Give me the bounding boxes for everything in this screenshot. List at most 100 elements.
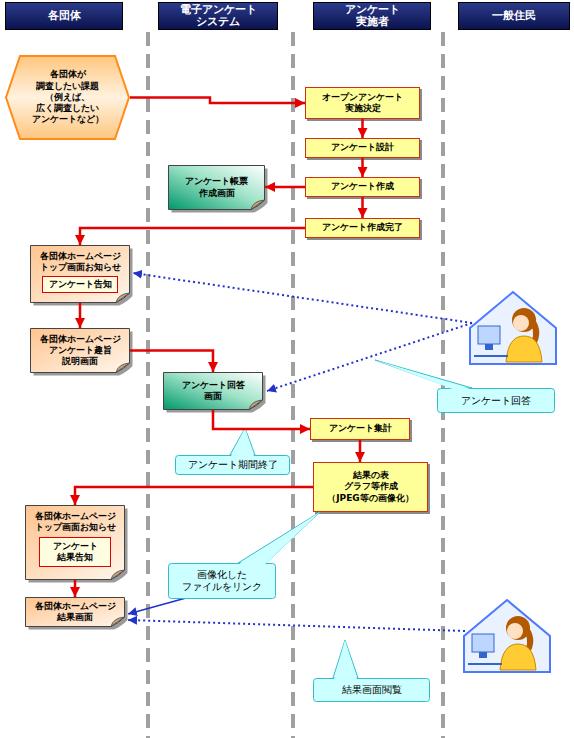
face xyxy=(507,623,523,639)
process-box: アンケート設計 xyxy=(305,138,420,158)
callout-body xyxy=(438,389,555,413)
flow-arrow xyxy=(74,580,77,597)
process-box: 結果の表 グラフ等作成 （JPEG等の画像化） xyxy=(313,462,428,512)
web-page-doc: 各団体ホームページ トップ画面お知らせアンケート 結果告知 xyxy=(25,505,125,580)
lane-divider xyxy=(146,32,150,738)
node-text: アンケート 実施者 xyxy=(336,4,408,28)
callout-note: アンケート期間終了 xyxy=(175,455,290,475)
page-curl xyxy=(116,363,130,373)
access-line xyxy=(128,620,465,631)
callout-body xyxy=(169,564,276,599)
node-text: オープンアンケート 実施決定 xyxy=(308,92,417,115)
node-text: 各団体ホームページ 結果画面 xyxy=(27,601,123,624)
node-text: 各団体ホームページ アンケート趣旨 説明画面 xyxy=(32,334,128,368)
callout-body xyxy=(314,679,430,702)
flow-arrow xyxy=(361,119,364,138)
callout-tail xyxy=(238,512,320,563)
callout-joint xyxy=(231,428,254,456)
desk xyxy=(474,355,508,357)
node-text: 結果画面閲覧 xyxy=(342,684,402,696)
hexagon-outline xyxy=(6,56,129,139)
process-box: アンケート作成完了 xyxy=(305,218,420,238)
monitor xyxy=(478,326,500,344)
house-outline xyxy=(464,600,550,672)
flow-arrow xyxy=(361,197,364,218)
node-text: 一般住民 xyxy=(492,10,536,22)
monitor xyxy=(472,634,494,652)
system-screen-doc: アンケート回答 画面 xyxy=(163,372,263,410)
flow-arrow xyxy=(75,487,313,505)
flow-arrow xyxy=(265,186,305,189)
lane-header: アンケート 実施者 xyxy=(313,2,431,30)
node-text: アンケート集計 xyxy=(329,423,392,434)
flow-arrow xyxy=(130,351,213,373)
flow-arrow xyxy=(80,228,305,245)
face xyxy=(513,315,529,331)
lane-divider xyxy=(291,32,295,738)
web-page-doc: 各団体ホームページ トップ画面お知らせアンケート告知 xyxy=(30,245,130,303)
resident-icon xyxy=(464,600,550,672)
access-line xyxy=(133,273,472,323)
node-text: 電子アンケート システム xyxy=(177,4,259,28)
node-text: 結果の表 グラフ等作成 （JPEG等の画像化） xyxy=(327,470,413,504)
flow-arrow xyxy=(361,158,364,177)
notice-box: アンケート告知 xyxy=(42,276,118,293)
flow-arrow xyxy=(79,303,82,328)
system-screen-doc: アンケート帳票 作成画面 xyxy=(168,165,265,210)
node-text: アンケート回答 xyxy=(461,395,531,407)
flow-arrow xyxy=(130,98,305,104)
node-text: アンケート期間終了 xyxy=(188,459,278,471)
node-text: アンケート設計 xyxy=(331,142,394,153)
callout-joint xyxy=(375,360,471,389)
node-text: アンケート作成完了 xyxy=(322,222,403,233)
web-page-doc: 各団体ホームページ 結果画面 xyxy=(25,597,125,627)
page-curl xyxy=(251,200,265,210)
document-outline xyxy=(164,373,263,410)
node-text: 各団体 xyxy=(48,10,81,22)
house-outline xyxy=(470,292,556,364)
flow-arrow xyxy=(213,410,310,429)
node-text: アンケート告知 xyxy=(49,279,112,290)
process-box: アンケート作成 xyxy=(305,177,420,197)
callout-note: 画像化した ファイルをリンク xyxy=(168,563,276,599)
issue-hexagon: 各団体が 調査したい課題 （例えば、広く調査したい アンケートなど） xyxy=(5,55,130,140)
node-text: アンケート回答 画面 xyxy=(175,380,251,403)
page-curl xyxy=(116,293,130,303)
body xyxy=(500,644,536,670)
page-curl xyxy=(111,570,125,580)
callout-body xyxy=(176,456,290,475)
document-outline xyxy=(31,246,130,303)
page-curl xyxy=(249,400,263,410)
notice-box: アンケート 結果告知 xyxy=(39,537,111,567)
body xyxy=(506,336,542,362)
hair xyxy=(512,308,536,332)
lane-header: 電子アンケート システム xyxy=(158,2,278,30)
resident-icon xyxy=(470,292,556,364)
node-text: 各団体ホームページ トップ画面お知らせ xyxy=(27,511,123,534)
callout-joint xyxy=(334,640,357,679)
monitor-stand xyxy=(479,652,487,658)
flow-arrow xyxy=(359,440,362,462)
node-text: 各団体が 調査したい課題 （例えば、広く調査したい アンケートなど） xyxy=(19,69,116,125)
node-text: アンケート 結果告知 xyxy=(42,541,108,564)
callout-joint xyxy=(239,512,320,564)
callout-tail xyxy=(375,360,472,388)
document-outline xyxy=(31,329,130,373)
document-outline xyxy=(26,598,125,627)
node-text: アンケート作成 xyxy=(331,181,394,192)
link-line xyxy=(128,598,186,614)
node-text: 画像化した ファイルをリンク xyxy=(178,569,266,593)
node-text: 各団体ホームページ トップ画面お知らせ xyxy=(32,251,128,274)
node-text: アンケート帳票 作成画面 xyxy=(174,176,259,199)
callout-note: 結果画面閲覧 xyxy=(313,678,430,702)
hair xyxy=(524,626,530,650)
document-outline xyxy=(26,506,125,580)
lane-header: 一般住民 xyxy=(458,2,570,30)
hair xyxy=(506,616,530,640)
process-box: オープンアンケート 実施決定 xyxy=(305,87,420,119)
page-curl xyxy=(111,617,125,627)
callout-note: アンケート回答 xyxy=(437,388,555,413)
document-outline xyxy=(169,166,265,210)
web-page-doc: 各団体ホームページ アンケート趣旨 説明画面 xyxy=(30,328,130,373)
